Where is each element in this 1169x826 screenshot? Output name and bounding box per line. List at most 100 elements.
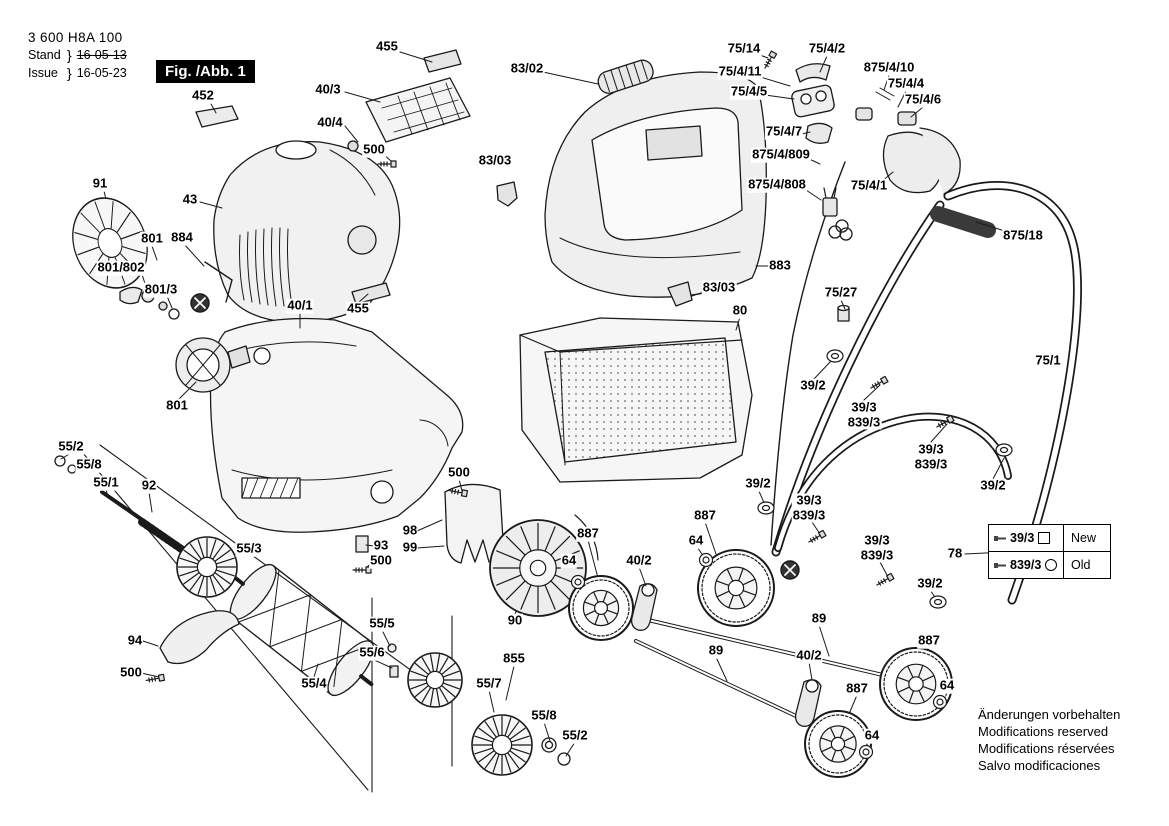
small-plug-drawing <box>837 304 850 322</box>
cable-clip-drawing <box>995 443 1013 457</box>
part-number-label: 887 <box>693 507 717 524</box>
motor-drawing <box>119 261 251 393</box>
disclaimer-line-en: Modifications reserved <box>978 724 1109 739</box>
screw-drawing <box>377 160 397 168</box>
pulley-drawing <box>176 536 238 598</box>
part-number-label: 55/3 <box>235 540 263 557</box>
part-number-label: 39/2 <box>799 377 827 394</box>
stand-label: Stand <box>28 48 61 62</box>
part-number-label: 855 <box>502 650 526 667</box>
bracket-drawing <box>355 535 369 553</box>
hood-drawing <box>544 71 767 298</box>
part-number-label: 500 <box>362 141 386 158</box>
part-number-label: 64 <box>938 677 956 694</box>
bolt-icon <box>994 535 1006 541</box>
wheel-drawing <box>697 549 775 627</box>
part-number-label: 75/4/2 <box>807 40 847 57</box>
part-number-label: 39/2 <box>744 475 772 492</box>
part-number-label: 40/3 <box>314 81 342 98</box>
part-number-label: 40/2 <box>625 552 653 569</box>
part-number-label: 55/7 <box>475 675 503 692</box>
part-number-label: 55/4 <box>300 675 328 692</box>
issue-label: Issue <box>28 66 58 80</box>
part-number-label: 64 <box>687 532 705 549</box>
cable-clip-drawing <box>757 501 775 515</box>
screw-drawing <box>352 566 372 574</box>
screw-drawing <box>764 50 778 69</box>
part-number-label: 883 <box>768 257 792 274</box>
fan-drawing <box>489 519 587 617</box>
screw-drawing <box>876 572 895 586</box>
stand-date: 16-05-13 <box>76 48 127 62</box>
part-number-label: 40/2 <box>795 647 823 664</box>
top-cover-drawing <box>347 49 471 305</box>
legend-row-new: 39/3 New <box>989 525 1110 551</box>
part-number-label: 94 <box>126 632 144 649</box>
part-number-label: 89 <box>810 610 828 627</box>
grass-basket-drawing <box>519 317 753 483</box>
brace-glyph: } <box>67 47 72 63</box>
part-number-label: 93 <box>372 537 390 554</box>
part-number-label: 40/4 <box>316 114 344 131</box>
wheel-drawing <box>804 710 872 778</box>
part-number-label: 43 <box>181 191 199 208</box>
part-number-label: 39/2 <box>979 477 1007 494</box>
part-number-label: 39/3 839/3 <box>846 399 882 430</box>
part-number-label: 875/4/10 <box>862 59 916 76</box>
part-number-label: 55/8 <box>530 707 558 724</box>
part-number-label: 455 <box>375 38 399 55</box>
part-number-label: 75/1 <box>1034 352 1062 369</box>
part-number-label: 39/3 839/3 <box>913 441 949 472</box>
part-number-label: 39/2 <box>916 575 944 592</box>
part-number-label: 875/4/809 <box>751 146 811 163</box>
part-number-label: 500 <box>119 664 143 681</box>
lever-drawing <box>630 583 822 727</box>
part-number-label: 75/4/4 <box>886 75 926 92</box>
part-number-label: 55/5 <box>368 615 396 632</box>
model-number: 3 600 H8A 100 <box>28 30 123 45</box>
part-number-label: 83/03 <box>477 152 513 169</box>
legend-part-old: 839/3 <box>1010 558 1042 572</box>
disclaimer-line-de: Änderungen vorbehalten <box>978 707 1121 722</box>
shield-drawing <box>159 610 240 665</box>
brace-glyph: } <box>67 65 72 81</box>
legend-row-old: 839/3 Old <box>989 551 1110 578</box>
generated-parts-layer <box>72 50 1013 778</box>
issue-date: 16-05-23 <box>76 66 127 80</box>
hub-cap-drawing <box>698 552 714 568</box>
part-number-label: 75/27 <box>823 284 859 301</box>
part-number-label: 75/4/1 <box>849 177 889 194</box>
part-number-label: 884 <box>170 229 194 246</box>
part-number-label: 91 <box>91 175 109 192</box>
screw-drawing <box>145 673 166 683</box>
new-part-symbol-icon <box>1038 532 1051 544</box>
cable-clip-drawing <box>826 349 844 363</box>
part-number-label: 83/03 <box>701 279 737 296</box>
part-number-label: 39/3 839/3 <box>791 492 827 523</box>
modifications-disclaimer: Änderungen vorbehalten Modifications res… <box>978 706 1120 774</box>
part-number-label: 75/4/11 <box>717 63 763 80</box>
pulley-drawing <box>407 652 463 708</box>
part-number-label: 452 <box>191 87 215 104</box>
legend-part-new: 39/3 <box>1010 531 1035 545</box>
part-number-label: 55/2 <box>57 438 85 455</box>
screw-drawing <box>870 375 889 389</box>
part-number-label: 801/3 <box>143 281 179 298</box>
part-number-label: 83/02 <box>509 60 545 77</box>
old-part-symbol-icon <box>1045 559 1058 571</box>
part-number-label: 75/4/6 <box>903 91 943 108</box>
hood-clip-drawing <box>496 181 518 207</box>
part-number-label: 75/4/5 <box>729 83 769 100</box>
part-number-label: 55/2 <box>561 727 589 744</box>
legend-box: 39/3 New 839/3 Old <box>988 524 1111 579</box>
cable-clip-drawing <box>929 595 947 609</box>
part-number-label: 80 <box>731 302 749 319</box>
part-number-label: 875/4/808 <box>747 176 807 193</box>
legend-label-new: New <box>1071 531 1097 545</box>
part-number-label: 55/6 <box>358 644 386 661</box>
screw-drawing <box>808 529 827 543</box>
legend-label-old: Old <box>1071 558 1091 572</box>
part-number-label: 90 <box>506 612 524 629</box>
